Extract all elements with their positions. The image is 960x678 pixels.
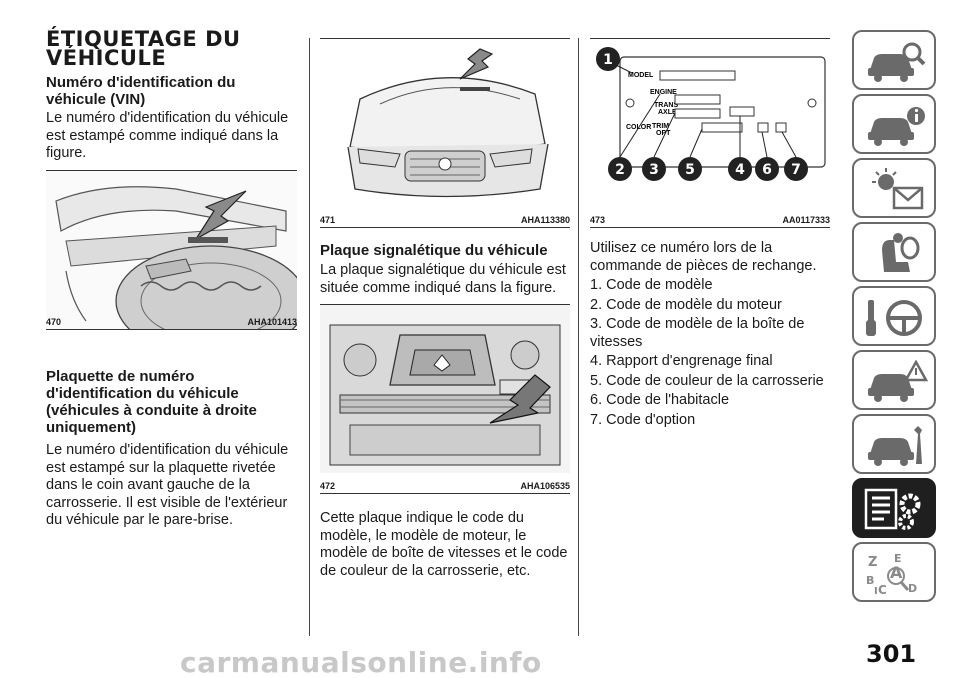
vin-plate-heading: Plaquette de numéro d'identification du … bbox=[46, 368, 257, 436]
list-item: 1. Code de modèle bbox=[590, 277, 713, 293]
svg-text:4: 4 bbox=[735, 162, 745, 178]
list-item: 6. Code de l'habitacle bbox=[590, 392, 730, 408]
figure-code: AA0117333 bbox=[782, 215, 830, 225]
plate-label-model: MODEL bbox=[628, 72, 654, 79]
sidebar-tab-key-steering[interactable] bbox=[852, 286, 936, 346]
callout-5: 5 bbox=[678, 157, 702, 181]
callout-7: 7 bbox=[784, 157, 808, 181]
svg-text:D: D bbox=[908, 582, 917, 595]
sidebar-tab-car-search[interactable] bbox=[852, 30, 936, 90]
specs-gear-icon bbox=[864, 488, 921, 530]
figure-code: AHA113380 bbox=[520, 215, 570, 225]
sidebar-tab-specs[interactable] bbox=[852, 478, 936, 538]
callout-6: 6 bbox=[755, 157, 779, 181]
car-search-icon bbox=[868, 42, 926, 82]
sidebar-tab-car-service[interactable] bbox=[852, 414, 936, 474]
airbag-seat-icon bbox=[882, 233, 920, 272]
key-steering-icon bbox=[866, 300, 922, 336]
svg-text:A: A bbox=[890, 563, 903, 582]
sidebar-tab-index[interactable]: Z E A B C D I bbox=[852, 542, 936, 602]
svg-text:Z: Z bbox=[868, 555, 877, 570]
plate-label-trim-1: TRIM bbox=[652, 123, 669, 130]
figure-vehicle-front: 471 AHA113380 bbox=[320, 38, 570, 228]
figure-code: AHA101413 bbox=[247, 317, 297, 327]
figure-id-plate: MODEL ENGINE TRANS AXLE COLOR TRIM OPT 1… bbox=[590, 38, 830, 228]
figure-number: 472 bbox=[320, 481, 336, 491]
watermark: carmanualsonline.info bbox=[180, 646, 542, 678]
figure-code: AHA106535 bbox=[520, 481, 570, 491]
list-item: 7. Code d'option bbox=[590, 411, 696, 428]
svg-text:2: 2 bbox=[615, 162, 625, 178]
vin-paragraph: Le numéro d'identification du véhicule e… bbox=[46, 110, 289, 161]
svg-text:B: B bbox=[866, 574, 874, 587]
svg-text:C: C bbox=[878, 583, 887, 596]
plate-contents-paragraph: Cette plaque indique le code du modèle, … bbox=[320, 510, 568, 579]
plate-label-trim-2: OPT bbox=[656, 130, 671, 137]
callout-4: 4 bbox=[728, 157, 752, 181]
plate-code-list: 1. Code de modèle 2. Code de modèle du m… bbox=[590, 277, 830, 431]
figure-vin-location: 470 AHA101413 bbox=[46, 170, 297, 330]
callout-3: 3 bbox=[642, 157, 666, 181]
plate-label-trans-1: TRANS bbox=[654, 102, 678, 109]
list-item: 2. Code de modèle du moteur bbox=[590, 296, 782, 313]
figure-engine-bay: 472 AHA106535 bbox=[320, 304, 570, 494]
vehicle-front-illustration bbox=[320, 39, 570, 209]
id-plate-paragraph: La plaque signalétique du véhicule est s… bbox=[320, 262, 566, 296]
svg-text:3: 3 bbox=[649, 162, 659, 178]
plate-label-trans-2: AXLE bbox=[658, 109, 677, 116]
parts-order-intro: Utilisez ce numéro lors de la commande d… bbox=[590, 240, 817, 274]
sidebar-tab-warning-lights[interactable] bbox=[852, 158, 936, 218]
vin-plate-paragraph: Le numéro d'identification du véhicule e… bbox=[46, 442, 289, 528]
car-service-icon bbox=[868, 426, 922, 466]
column-divider bbox=[578, 38, 579, 636]
page-number: 301 bbox=[866, 640, 917, 668]
sidebar-tab-airbag-seat[interactable] bbox=[852, 222, 936, 282]
svg-text:1: 1 bbox=[603, 52, 613, 68]
plate-label-engine: ENGINE bbox=[650, 89, 677, 96]
svg-text:7: 7 bbox=[791, 162, 801, 178]
figure-number: 471 bbox=[320, 215, 336, 225]
sidebar-tab-car-warning[interactable] bbox=[852, 350, 936, 410]
callout-1: 1 bbox=[596, 47, 620, 71]
sidebar-tab-car-info[interactable] bbox=[852, 94, 936, 154]
list-item: 5. Code de couleur de la carrosserie bbox=[590, 372, 824, 389]
callout-2: 2 bbox=[608, 157, 632, 181]
vin-heading: Numéro d'identification du véhicule (VIN… bbox=[46, 74, 236, 108]
engine-bay-illustration bbox=[320, 305, 570, 473]
vin-location-illustration bbox=[46, 171, 297, 329]
svg-text:5: 5 bbox=[685, 162, 695, 178]
index-letters-icon: Z E A B C D I bbox=[866, 552, 917, 596]
car-warning-icon bbox=[868, 360, 928, 402]
svg-text:I: I bbox=[874, 586, 878, 596]
svg-text:6: 6 bbox=[762, 162, 772, 178]
figure-number: 473 bbox=[590, 215, 606, 225]
svg-text:E: E bbox=[894, 552, 902, 565]
id-plate-illustration: MODEL ENGINE TRANS AXLE COLOR TRIM OPT 1… bbox=[590, 39, 830, 209]
list-item: 3. Code de modèle de la boîte de vitesse… bbox=[590, 316, 805, 350]
list-item: 4. Rapport d'engrenage final bbox=[590, 353, 773, 369]
column-divider bbox=[309, 38, 310, 636]
car-info-icon bbox=[868, 107, 925, 146]
id-plate-heading: Plaque signalétique du véhicule bbox=[320, 242, 548, 259]
warning-lights-icon bbox=[872, 168, 924, 210]
figure-number: 470 bbox=[46, 317, 62, 327]
page-title: ÉTIQUETAGE DU VÉHICULE bbox=[46, 27, 241, 70]
